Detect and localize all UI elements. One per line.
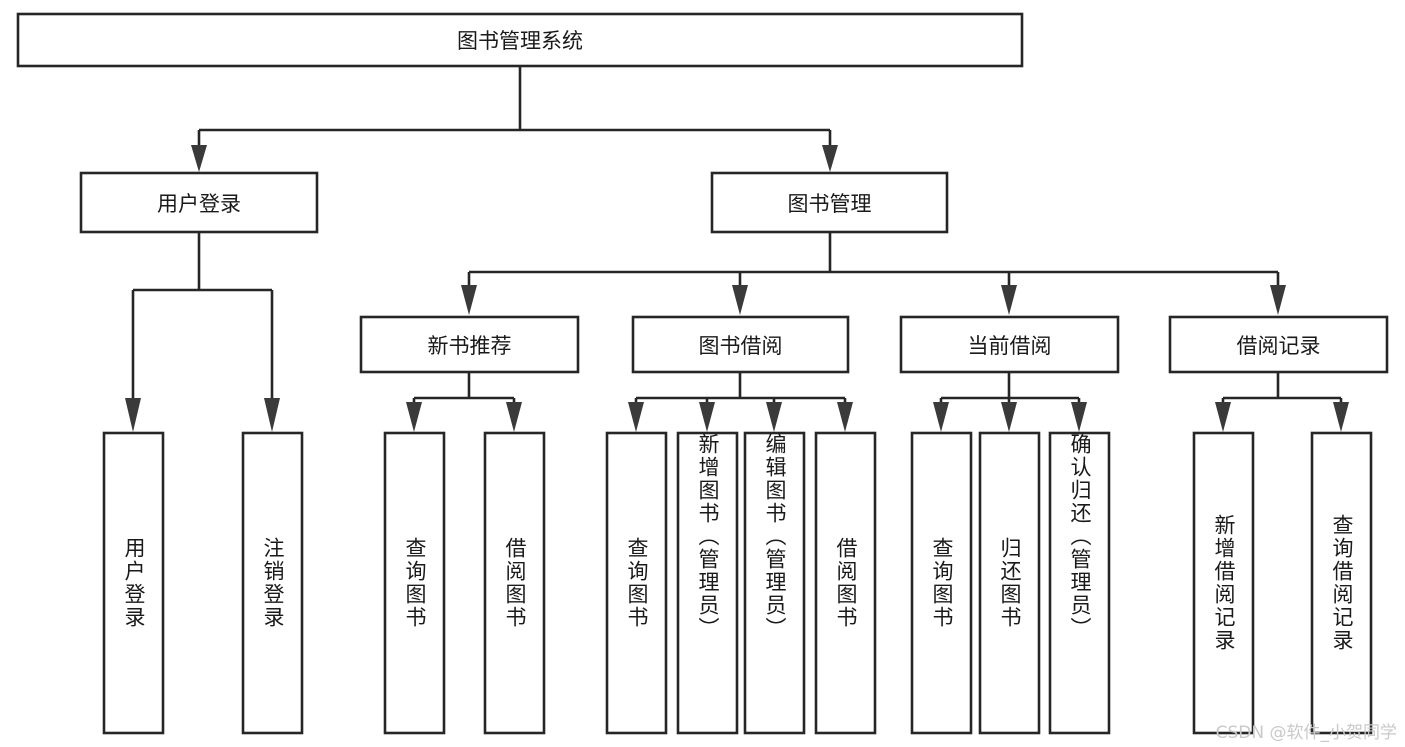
node-box-leaf-2[interactable] [241,431,304,735]
arrowhead-leaf8-icon [837,402,853,432]
arrowhead-leaf7-icon [766,402,782,432]
arrowheads-layer [125,145,1349,432]
arrowhead-leaf1-icon [125,398,141,432]
node-box-leaf-7[interactable] [743,431,806,735]
arrowhead-leaf11-icon [1071,402,1087,432]
node-box-leaf-5[interactable] [605,431,668,735]
node-box-newbook[interactable] [359,315,580,374]
arrowhead-current-icon [1001,285,1017,315]
arrowhead-leaf6-icon [699,402,715,432]
arrowhead-borrow-icon [732,285,748,315]
node-box-bookmgmt[interactable] [710,171,949,234]
node-box-leaf-6[interactable] [676,431,739,735]
node-box-records[interactable] [1168,315,1389,374]
watermark-text: CSDN @软件_小贺同学 [1215,723,1397,743]
arrowhead-leaf10-icon [1001,402,1017,432]
arrowhead-login-icon [191,145,207,172]
node-box-leaf-3[interactable] [383,431,446,735]
node-box-leaf-1[interactable] [102,431,165,735]
nodes-layer [16,12,1389,735]
node-box-login[interactable] [79,171,319,234]
arrowhead-leaf3-icon [406,402,422,432]
node-box-leaf-9[interactable] [910,431,973,735]
arrowhead-bookmgmt-icon [822,145,838,172]
node-box-leaf-11[interactable] [1048,431,1111,735]
node-box-borrow[interactable] [631,315,850,374]
node-box-leaf-13[interactable] [1310,431,1373,735]
node-box-leaf-4[interactable] [483,431,546,735]
arrowhead-leaf12-icon [1215,402,1231,432]
arrowhead-leaf4-icon [506,402,522,432]
arrowhead-newbook-icon [461,285,477,315]
node-box-leaf-12[interactable] [1192,431,1255,735]
node-box-leaf-10[interactable] [978,431,1041,735]
arrowhead-leaf2-icon [264,398,280,432]
arrowhead-leaf5-icon [628,402,644,432]
arrowhead-leaf9-icon [933,402,949,432]
node-box-current[interactable] [899,315,1120,374]
node-box-root[interactable] [16,12,1024,68]
node-box-leaf-8[interactable] [814,431,877,735]
arrowhead-records-icon [1270,285,1286,315]
arrowhead-leaf13-icon [1333,402,1349,432]
